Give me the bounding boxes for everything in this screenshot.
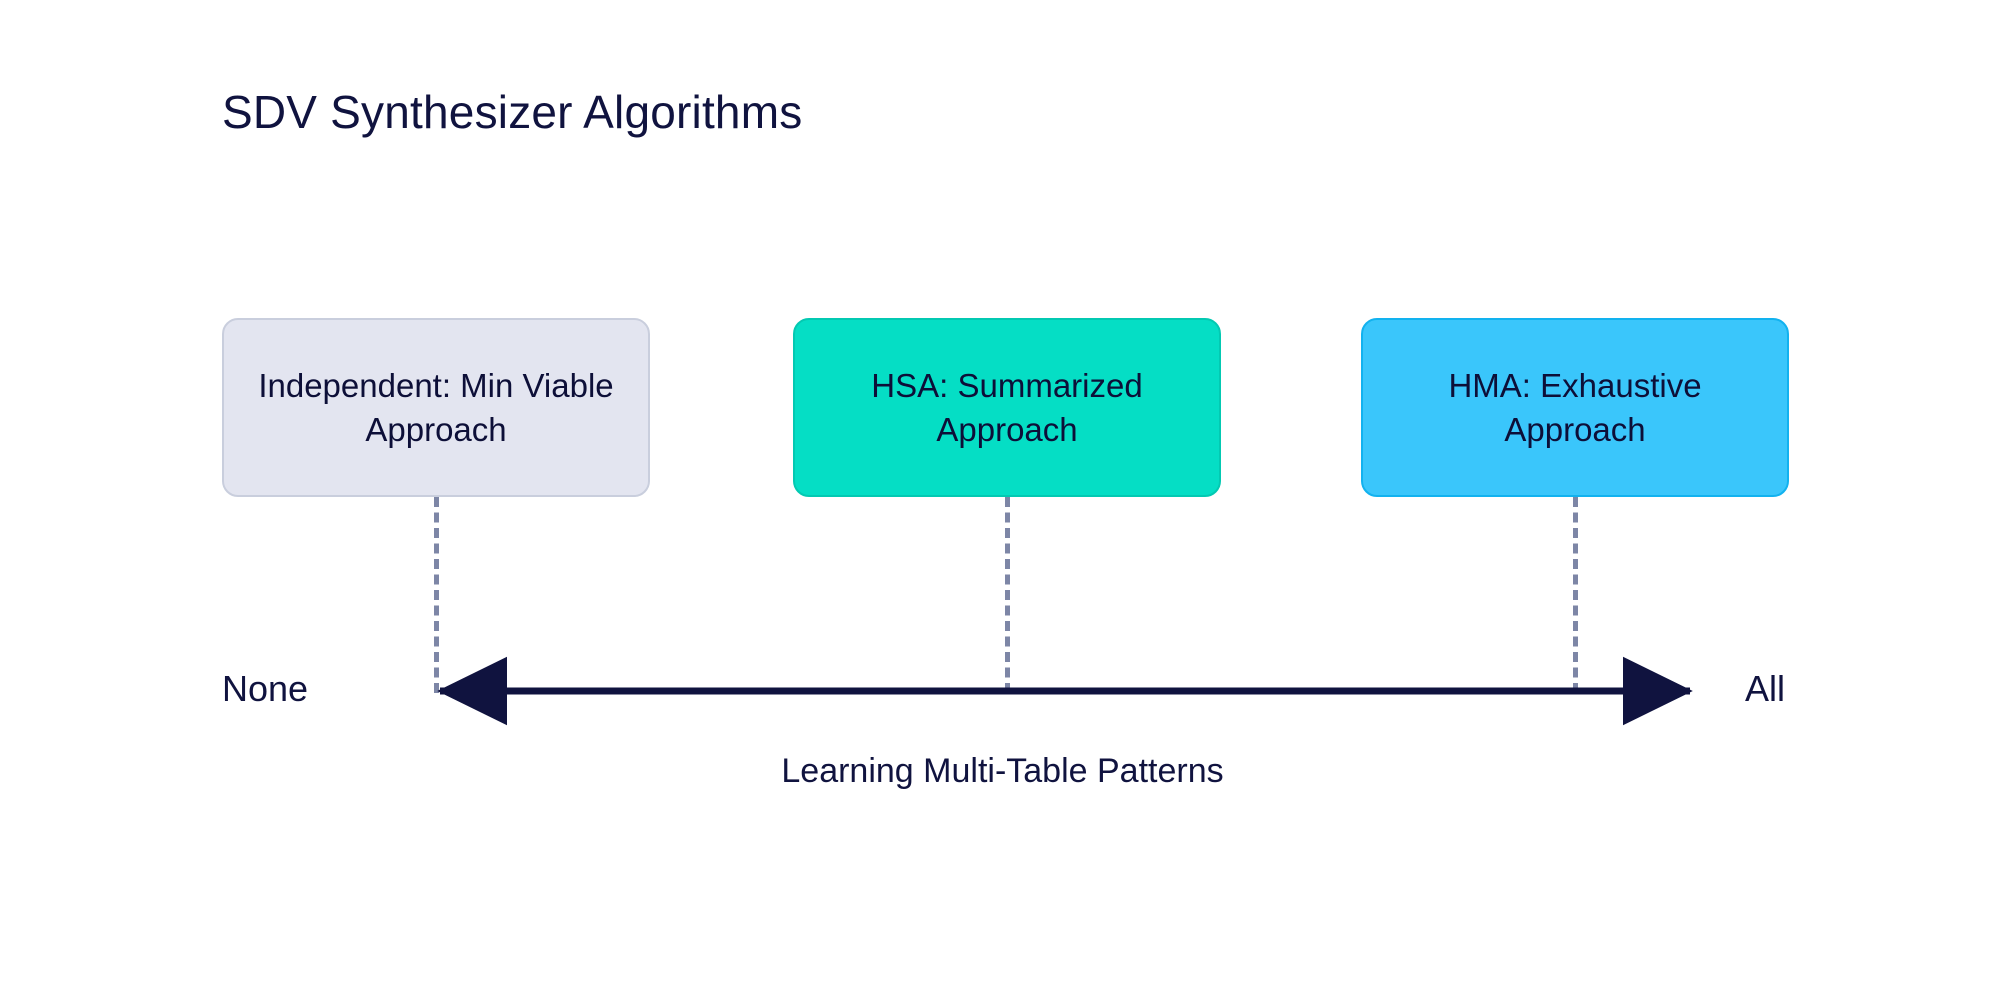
page-title: SDV Synthesizer Algorithms <box>222 86 803 138</box>
connector-line-hma <box>1573 497 1578 693</box>
axis-label-none: None <box>222 668 309 709</box>
node-box-hsa[interactable]: HSA: Summarized Approach <box>793 318 1221 497</box>
connector-line-hsa <box>1005 497 1010 693</box>
node-label-hma: HMA: Exhaustive Approach <box>1448 366 1702 448</box>
axis-label-all: All <box>1745 668 1786 709</box>
node-label-hsa: HSA: Summarized Approach <box>871 366 1143 448</box>
node-box-hma[interactable]: HMA: Exhaustive Approach <box>1361 318 1789 497</box>
connector-line-independent <box>434 497 439 693</box>
node-label-independent: Independent: Min Viable Approach <box>258 366 614 448</box>
node-box-independent[interactable]: Independent: Min Viable Approach <box>222 318 650 497</box>
axis-caption: Learning Multi-Table Patterns <box>781 752 1224 790</box>
